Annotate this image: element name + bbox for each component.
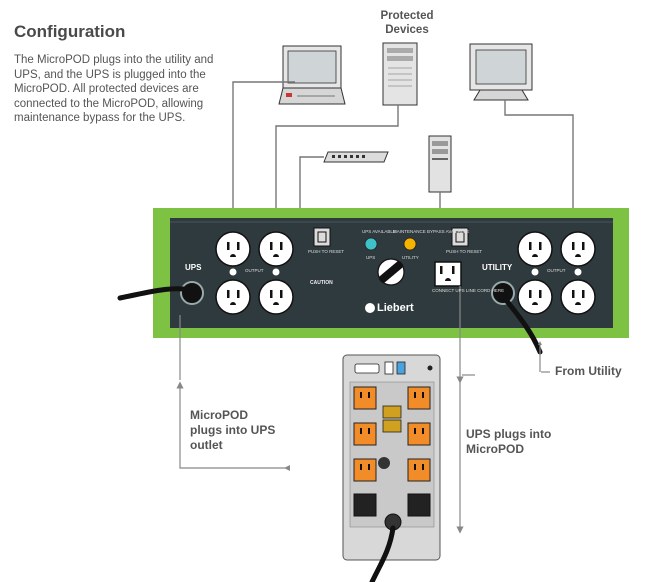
- monitor-right-icon: [469, 43, 533, 101]
- outlet-icon: [215, 279, 251, 315]
- output-label-left: OUTPUT: [245, 268, 264, 273]
- switch-ups-label: UPS: [366, 255, 376, 260]
- outlet-icon: [258, 231, 294, 267]
- outlet-icon: [517, 231, 553, 267]
- connection-arrows: [176, 286, 550, 534]
- connect-ups-label: CONNECT UPS LINE CORD HERE: [432, 288, 505, 293]
- reset-button-right: [451, 227, 469, 247]
- polarity-markers: [229, 268, 582, 276]
- panel-utility-label: UTILITY: [482, 263, 513, 272]
- page-title: Configuration: [14, 22, 126, 41]
- server-tower-icon: [428, 135, 452, 193]
- panel-ups-label: UPS: [185, 263, 202, 272]
- ups-cable-gland: [180, 281, 204, 305]
- output-label-right: OUTPUT: [547, 268, 566, 273]
- protected-devices-label: Protected Devices: [380, 10, 434, 36]
- outlet-icon: [215, 231, 251, 267]
- utility-cord: [500, 293, 543, 355]
- brand-logo-text: Liebert: [377, 302, 414, 314]
- push-to-reset-left-label: PUSH TO RESET: [308, 249, 345, 254]
- liebert-logo-icon: [365, 303, 375, 313]
- configuration-description: The MicroPOD plugs into the utility and …: [14, 54, 214, 124]
- micropod-into-ups-label: MicroPOD plugs into UPS outlet: [190, 408, 276, 452]
- tower-computer-icon: [382, 42, 418, 106]
- ups-outlet-black-right: [407, 493, 431, 517]
- from-utility-label: From Utility: [555, 364, 622, 378]
- ups-cord: [117, 286, 195, 301]
- bypass-rotary-switch: [377, 258, 405, 286]
- ups-unit: [342, 354, 441, 582]
- outlet-icon: [258, 279, 294, 315]
- outlet-icon: [517, 279, 553, 315]
- bypass-available-led: [403, 237, 417, 251]
- ups-available-led: [364, 237, 378, 251]
- ups-outlets-orange: [353, 386, 431, 482]
- utility-cable-gland: [491, 281, 515, 305]
- output-outlets-left: [215, 231, 294, 315]
- outlet-icon: [560, 279, 596, 315]
- arrow-to-ups-outlet: [284, 465, 290, 471]
- ups-outlet-black-left: [353, 493, 377, 517]
- switch-utility-label: UTILITY: [402, 255, 419, 260]
- caution-label: CAUTION: [310, 280, 333, 286]
- reset-button-left: [313, 227, 331, 247]
- outlet-icon: [560, 231, 596, 267]
- ups-available-label: UPS AVAILABLE: [362, 229, 396, 234]
- ups-input-outlet: [434, 261, 462, 287]
- ups-into-micropod-label: UPS plugs into MicroPOD: [466, 427, 552, 456]
- bypass-available-label: MAINTENANCE BYPASS AVAILABLE: [393, 229, 470, 234]
- output-outlets-right: [517, 231, 596, 315]
- network-switch-icon: [323, 151, 389, 163]
- desktop-computer-left-icon: [278, 45, 346, 105]
- push-to-reset-right-label: PUSH TO RESET: [446, 249, 483, 254]
